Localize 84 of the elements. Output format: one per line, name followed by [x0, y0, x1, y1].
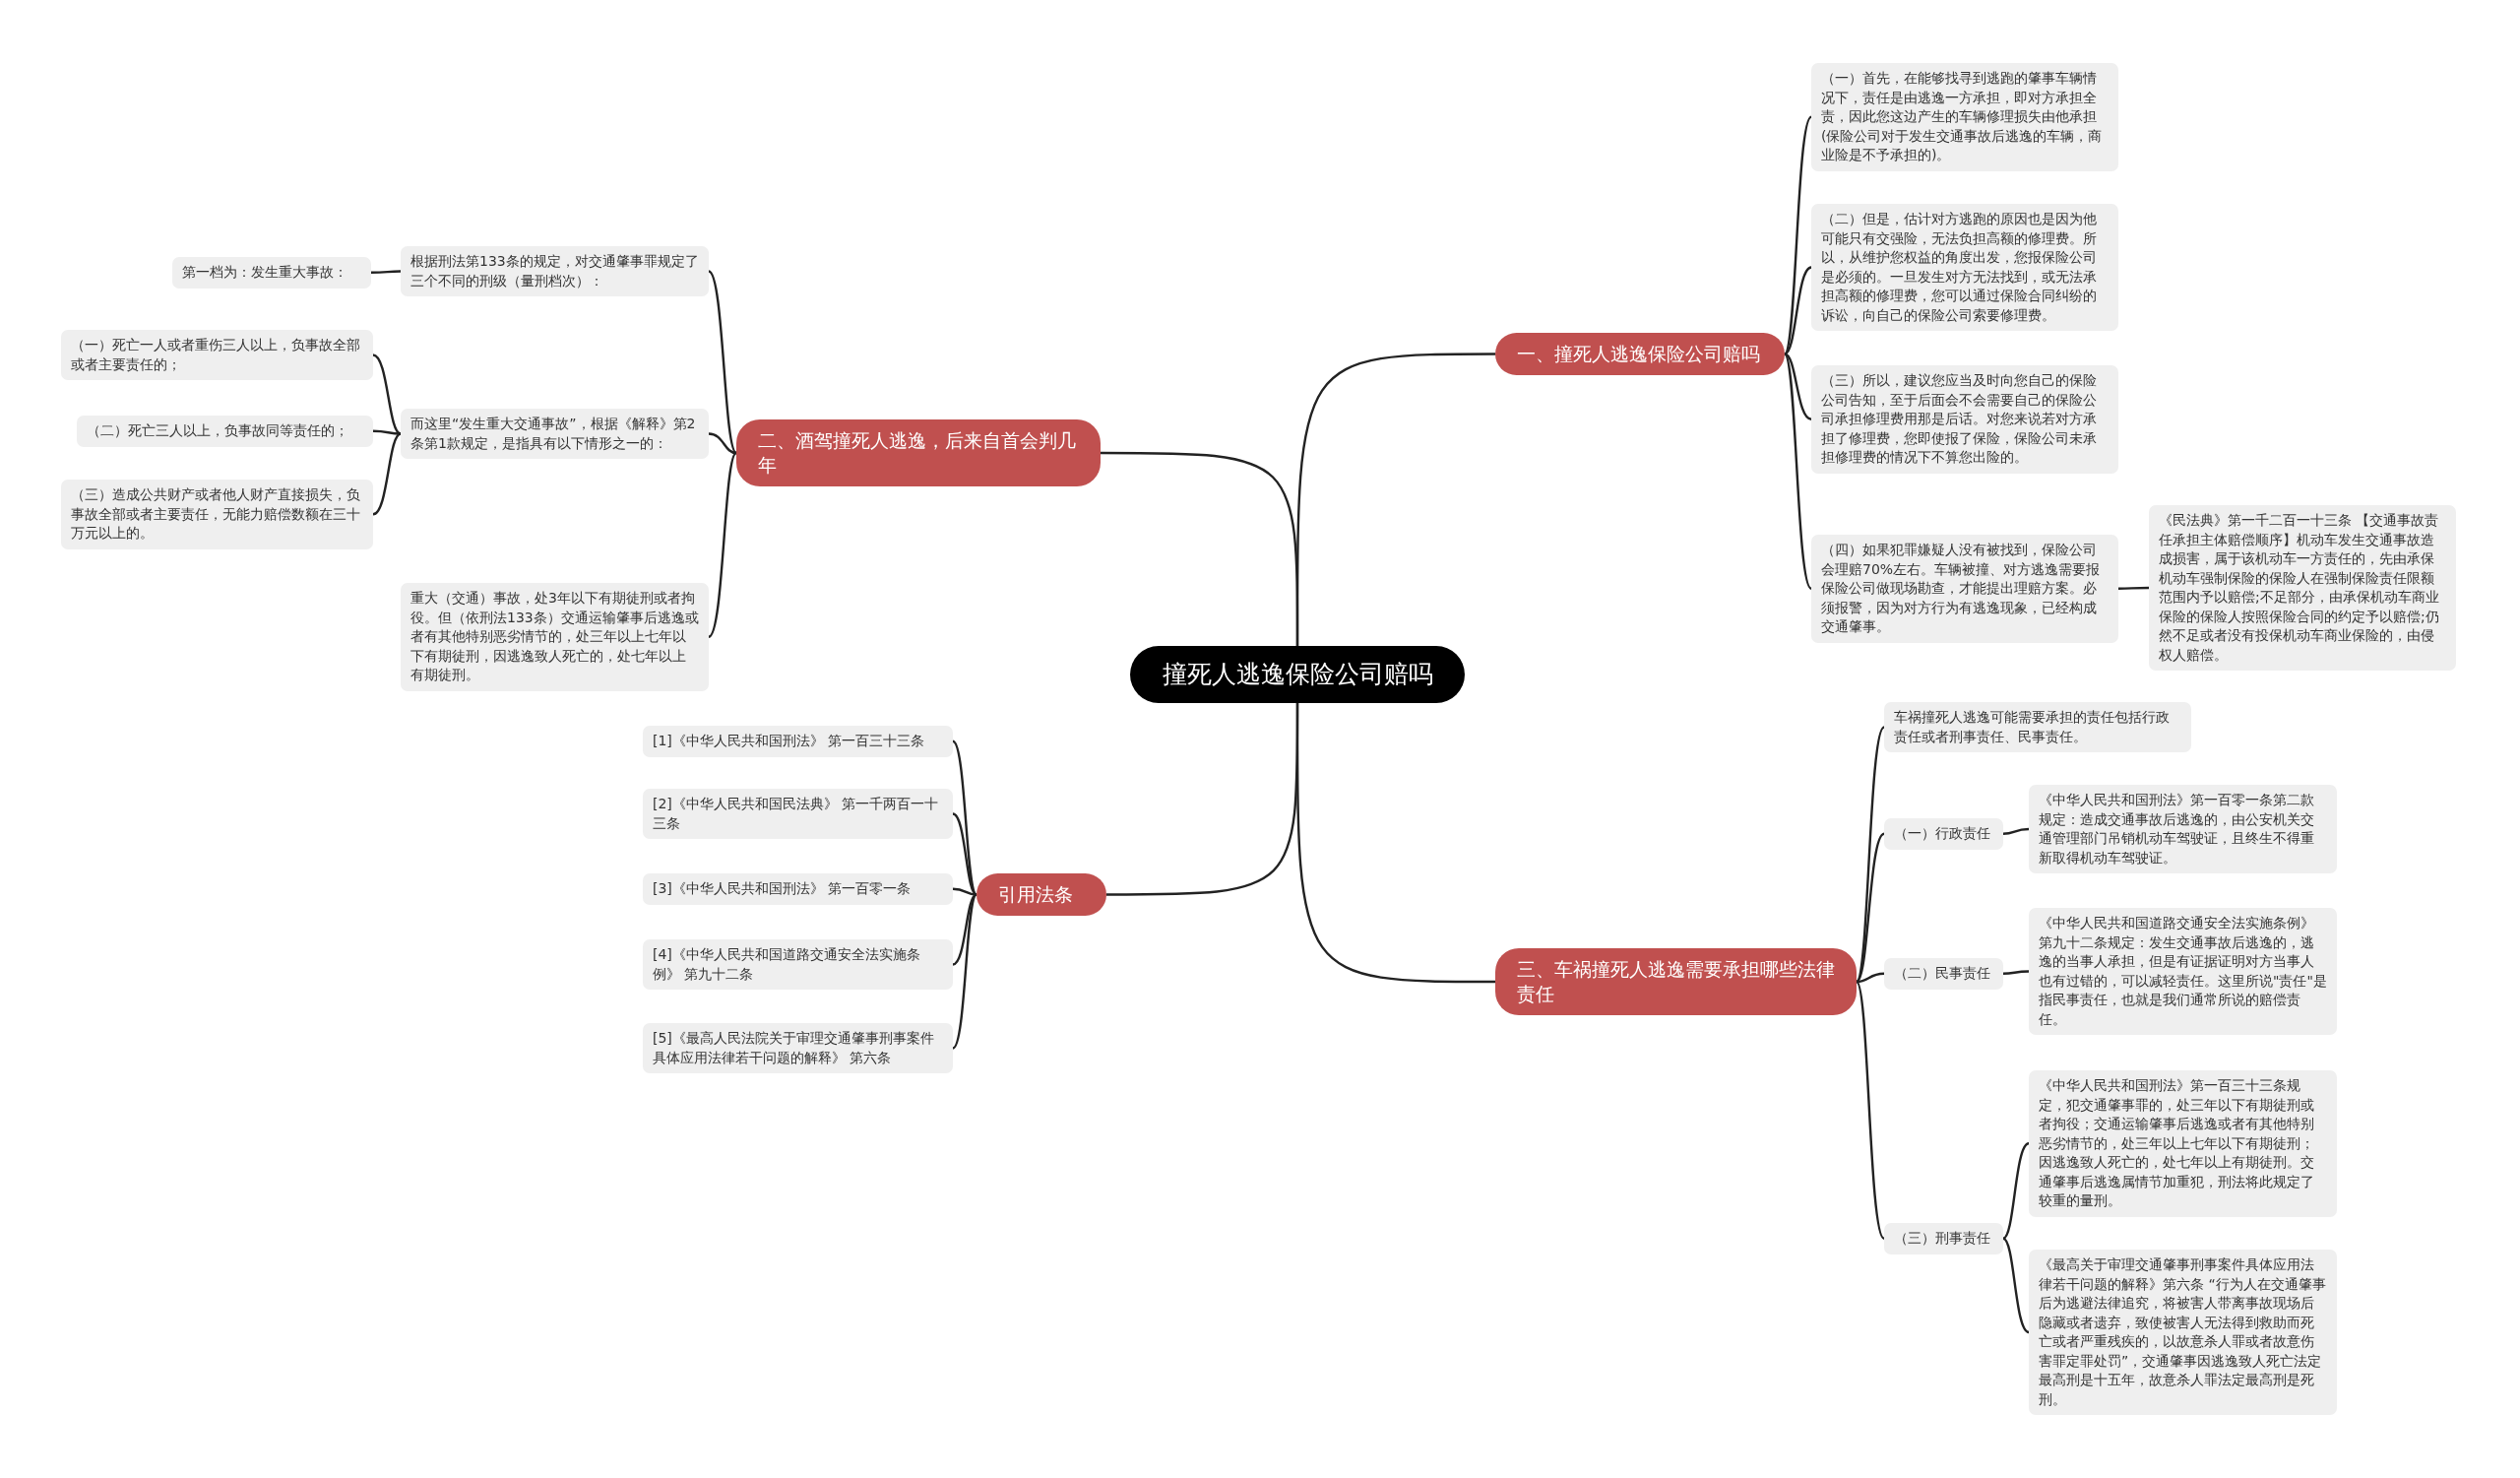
- connector-line: [371, 270, 401, 274]
- note-text: 《民法典》第一千二百一十三条 【交通事故责任承担主体赔偿顺序】机动车发生交通事故造成损害，属于该机动车一方责任的，先由承保机动车强制保险的保险人在强制保险责任限额范围内予以赔偿;不足部分，由承保机动车商业保险的保险人按照保险合同的约定予以赔偿;仍然不足或者没有投保机动车商业保险的，由侵权人赔偿。: [2159, 511, 2440, 665]
- connector-line: [952, 893, 977, 1050]
- connector-line: [1856, 972, 1885, 984]
- branch-topic-box: [1495, 948, 1857, 1015]
- branch-topic-box: [1495, 333, 1785, 375]
- note-box: [401, 246, 709, 296]
- note-text: [1]《中华人民共和国刑法》 第一百三十三条: [653, 732, 926, 750]
- connector-line: [2002, 827, 2030, 835]
- note-box: [1811, 365, 2118, 474]
- branch-topic-text: 一、撞死人逃逸保险公司赔吗: [1517, 342, 1761, 366]
- connector-line: [1784, 266, 1812, 355]
- connector-line: [373, 429, 402, 435]
- branch-topic-text: 二、酒驾撞死人逃逸，后来自首会判几年: [758, 428, 1077, 478]
- note-box: [1884, 702, 2191, 752]
- note-text: （二）民事责任: [1894, 964, 1991, 983]
- note-text: （一）死亡一人或者重伤三人以上，负事故全部或者主要责任的；: [71, 336, 361, 374]
- note-text: 《中华人民共和国道路交通安全法实施条例》第九十二条规定：发生交通事故后逃逸的，逃逸的当事人承担，但是有证据证明对方当事人也有过错的，可以减轻责任。这里所说"责任"是指民事责任，也就是我们通常所说的赔偿责任。: [2039, 914, 2327, 1029]
- connector-line: [952, 887, 977, 896]
- note-text: 《最高关于审理交通肇事刑事案件具体应用法律若干问题的解释》第六条 “行为人在交通肇事后为逃避法律追究，将被害人带离事故现场后隐藏或者遗弃，致使被害人无法得到救助而死亡或者严重残疾的，以故意杀人罪或者故意伤害罪定罪处罚”，交通肇事因逃逸致人死亡法定最高刑是十五年，故意杀人罪法定最高刑是死刑。: [2039, 1255, 2327, 1409]
- note-box: [2029, 908, 2337, 1035]
- note-text: [3]《中华人民共和国刑法》 第一百零一条: [653, 879, 913, 898]
- connector-line: [1855, 726, 1885, 983]
- connector-line: [372, 432, 402, 516]
- connector-line: [1101, 451, 1299, 646]
- note-text: 车祸撞死人逃逸可能需要承担的责任包括行政责任或者刑事责任、民事责任。: [1894, 708, 2171, 746]
- connector-line: [2002, 1237, 2030, 1334]
- connector-line: [708, 270, 737, 454]
- note-box: [1884, 1223, 2003, 1254]
- note-text: （二）死亡三人以上，负事故同等责任的；: [87, 421, 349, 440]
- note-box: [1811, 204, 2118, 331]
- note-box: [77, 416, 373, 447]
- connector-line: [1783, 353, 1812, 590]
- connector-line: [2002, 970, 2029, 975]
- note-text: 而这里“发生重大交通事故”，根据《解释》第2条第1款规定，是指具有以下情形之一的：: [410, 415, 697, 453]
- connector-line: [2118, 586, 2149, 590]
- note-box: [1884, 818, 2003, 850]
- central-topic-text: 撞死人逃逸保险公司赔吗: [1161, 659, 1434, 690]
- branch-topic-box: [736, 419, 1101, 486]
- note-text: 《中华人民共和国刑法》第一百零一条第二款规定：造成交通事故后逃逸的，由公安机关交通管理部门吊销机动车驾驶证，且终生不得重新取得机动车驾驶证。: [2039, 791, 2315, 868]
- connector-line: [1855, 981, 1885, 1240]
- note-text: （三）造成公共财产或者他人财产直接损失，负事故全部或者主要责任，无能力赔偿数额在三十万元以上的。: [71, 485, 361, 543]
- connector-line: [1856, 832, 1885, 983]
- note-box: [2029, 785, 2337, 873]
- note-text: （三）所以，建议您应当及时向您自己的保险公司告知，至于后面会不会需要自己的保险公司承担修理费用那是后话。对您来说若对方承担了修理费，您即使报了保险，保险公司未承担修理费的情况下不算您出险的。: [1821, 371, 2098, 467]
- note-text: 《中华人民共和国刑法》第一百三十三条规定，犯交通肇事罪的，处三年以下有期徒刑或者拘役；交通运输肇事后逃逸或者有其他特别恶劣情节的，处三年以上七年以下有期徒刑；因逃逸致人死亡的，处七年以上有期徒刑。交通肇事后逃逸属情节加重犯，刑法将此规定了较重的量刑。: [2039, 1076, 2315, 1210]
- note-box: [61, 330, 373, 380]
- branch-topic-text: 引用法条: [998, 882, 1074, 907]
- note-box: [643, 726, 953, 757]
- note-text: （一）行政责任: [1894, 824, 1991, 843]
- connector-line: [952, 893, 977, 966]
- note-box: [1811, 535, 2118, 643]
- connector-line: [1784, 353, 1812, 420]
- note-text: （一）首先，在能够找寻到逃跑的肇事车辆情况下，责任是由逃逸一方承担，即对方承担全责，因此您这边产生的车辆修理损失由他承担(保险公司对于发生交通事故后逃逸的车辆，商业险是不予承担的)。: [1821, 69, 2104, 164]
- note-box: [401, 583, 709, 691]
- note-box: [1811, 63, 2118, 171]
- central-topic-box: [1130, 646, 1465, 703]
- connector-line: [2002, 1142, 2030, 1240]
- note-box: [1884, 958, 2003, 990]
- note-text: （三）刑事责任: [1894, 1229, 1991, 1248]
- connector-line: [952, 812, 977, 896]
- note-text: [4]《中华人民共和国道路交通安全法实施条例》 第九十二条: [653, 945, 921, 984]
- connector-line: [708, 432, 737, 455]
- note-box: [643, 789, 953, 839]
- branch-topic-box: [976, 873, 1106, 916]
- note-text: [5]《最高人民法院关于审理交通肇事刑事案件具体应用法律若干问题的解释》 第六条: [653, 1029, 935, 1067]
- connector-line: [1106, 703, 1299, 896]
- note-text: （四）如果犯罪嫌疑人没有被找到，保险公司会理赔70%左右。车辆被撞、对方逃逸需要报保险公司做现场勘查，才能提出理赔方案。必须报警，因为对方行为有逃逸现象，已经构成交通肇事。: [1821, 541, 2102, 636]
- connector-line: [372, 353, 402, 435]
- note-box: [401, 409, 709, 459]
- branch-topic-text: 三、车祸撞死人逃逸需要承担哪些法律责任: [1517, 957, 1835, 1006]
- note-box: [643, 939, 953, 990]
- note-box: [172, 257, 371, 289]
- note-box: [643, 1023, 953, 1073]
- note-box: [61, 480, 373, 549]
- note-text: 根据刑法第133条的规定，对交通肇事罪规定了三个不同的刑级（量刑档次）：: [410, 252, 699, 290]
- connector-line: [1295, 703, 1495, 984]
- note-text: 第一档为：发生重大事故：: [182, 263, 348, 282]
- note-text: [2]《中华人民共和国民法典》 第一千两百一十三条: [653, 795, 940, 833]
- note-text: 重大（交通）事故，处3年以下有期徒刑或者拘役。但（依刑法133条）交通运输肇事后逃逸或者有其他特别恶劣情节的，处三年以上七年以下有期徒刑，因逃逸致人死亡的，处七年以上有期徒刑。: [410, 589, 699, 684]
- note-text: （二）但是，估计对方逃跑的原因也是因为他可能只有交强险，无法负担高额的修理费。所以，从维护您权益的角度出发，您报保险公司是必须的。一旦发生对方无法找到，或无法承担高额的修理费，您可以通过保险合同纠纷的诉讼，向自己的保险公司索要修理费。: [1821, 210, 2098, 325]
- note-box: [2029, 1070, 2337, 1217]
- connector-line: [708, 452, 737, 638]
- note-box: [643, 873, 953, 905]
